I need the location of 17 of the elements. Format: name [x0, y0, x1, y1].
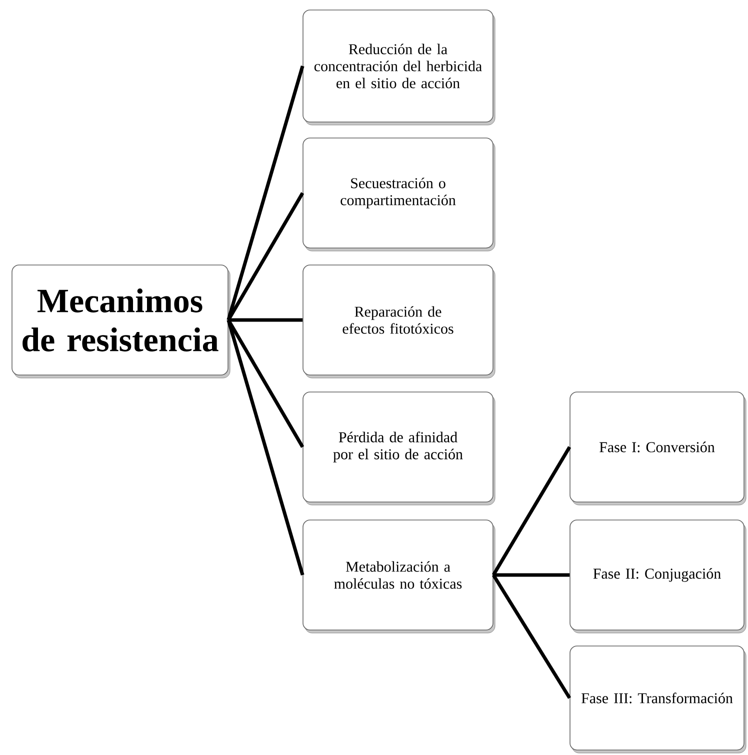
connector-line [492, 446, 572, 576]
connector-line [226, 320, 304, 576]
text-box: Metabolización a moléculas no tóxicas [302, 520, 496, 634]
text-box: Reducción de la concentración del herbicida en el sitio de acción [302, 10, 496, 126]
text-box: Reparación de efectos fitotóxicos [302, 264, 496, 378]
connector-line [226, 319, 304, 448]
connector-line [226, 66, 304, 320]
text-box: Fase I: Conversión [570, 392, 746, 506]
text-box: Pérdida de afinidad por el sitio de acción [302, 392, 496, 506]
connector-line [493, 573, 570, 577]
connector-line [226, 192, 304, 321]
text-box: Fase II: Conjugación [570, 520, 746, 634]
title-box: Mecanimos de resistencia [12, 264, 230, 378]
connector-line [492, 574, 572, 699]
connector-line [228, 318, 303, 322]
text-box: Secuestración o compartimentación [302, 138, 496, 252]
text-box: Fase III: Transformación [570, 646, 746, 754]
